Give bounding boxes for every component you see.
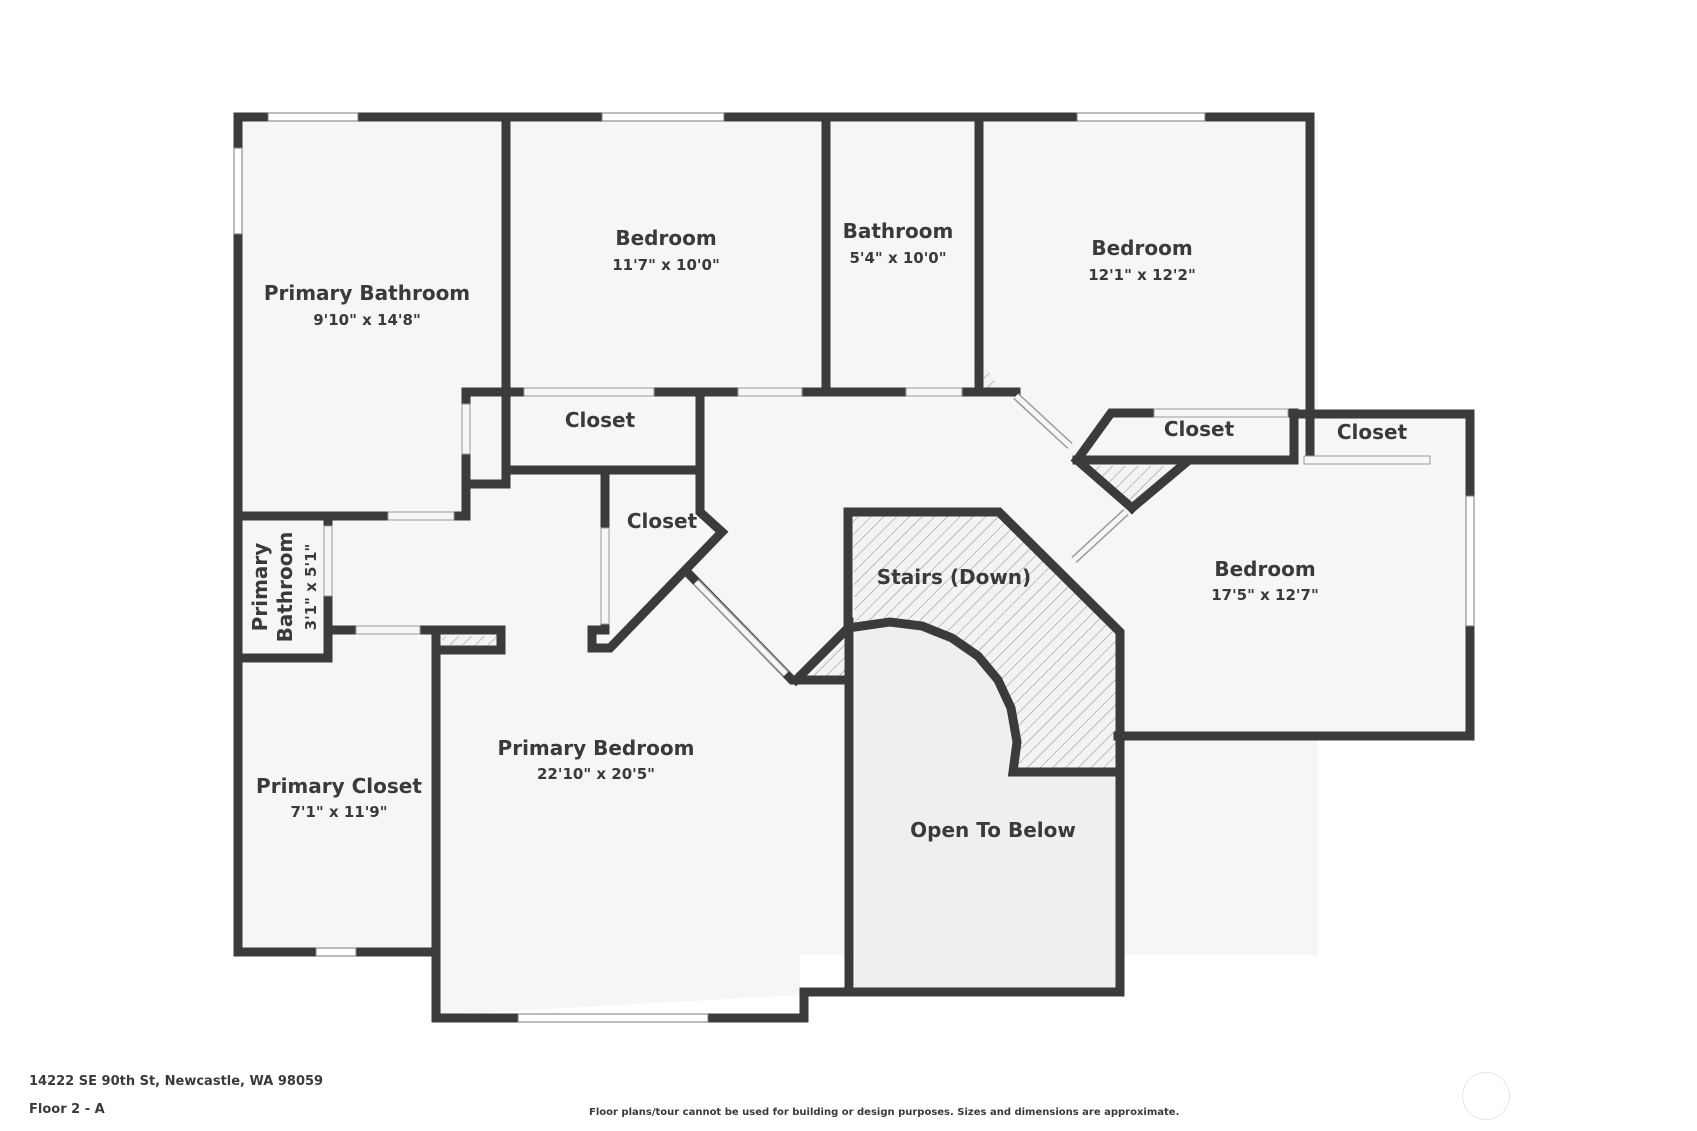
primary-bedroom-fill [440, 630, 800, 1015]
label-closet-1: Closet [565, 408, 636, 432]
label-bedroom-3: Bedroom [1214, 557, 1315, 581]
hall-closet-wall [587, 387, 729, 653]
label-closet-4: Closet [1337, 420, 1408, 444]
label-closet-3: Closet [627, 509, 698, 533]
dims-primary-bathroom: 9'10" x 14'8" [313, 311, 421, 329]
door-bedroom-2-inner [1014, 394, 1072, 448]
label-open-to-below: Open To Below [910, 818, 1076, 842]
window-primary-bath-top [267, 112, 359, 122]
label-primary-closet: Primary Closet [256, 774, 422, 798]
window-primary-closet [315, 947, 357, 957]
door-primary-closet [355, 625, 421, 635]
stairs-hatch [852, 514, 1118, 772]
door-primary-bath [461, 403, 471, 455]
door-closet-4 [1303, 455, 1431, 465]
door-closet-2 [1153, 408, 1289, 418]
door-small-bath-top [387, 511, 455, 521]
compass-icon [1462, 1072, 1510, 1120]
door-bedroom-3-inner [1072, 510, 1128, 562]
stair-enclosure-wall [843, 507, 1125, 997]
west-exterior-wall [233, 112, 441, 957]
floor-fills [241, 120, 1470, 1015]
room-labels: Primary Bathroom 9'10" x 14'8" Bedroom 1… [248, 219, 1408, 842]
dims-bedroom-3: 17'5" x 12'7" [1211, 586, 1319, 604]
label-stairs: Stairs (Down) [877, 565, 1031, 589]
ledge-hatch [442, 636, 497, 645]
curved-balcony-wall [849, 617, 1123, 777]
label-closet-2: Closet [1164, 417, 1235, 441]
label-primary-bathroom: Primary Bathroom [264, 281, 470, 305]
dims-primary-closet: 7'1" x 11'9" [290, 803, 387, 821]
dims-primary-bedroom: 22'10" x 20'5" [537, 765, 655, 783]
south-exterior-wall [431, 625, 1125, 1023]
east-closet-wall [1125, 409, 1299, 515]
diagonal-hall-wall [1070, 453, 1139, 515]
door-bathroom [905, 387, 963, 397]
open-to-below-fill [855, 622, 1118, 992]
dims-bedroom-2: 12'1" x 12'2" [1088, 266, 1196, 284]
property-address: 14222 SE 90th St, Newcastle, WA 98059 [29, 1074, 324, 1089]
dims-bathroom: 5'4" x 10'0" [849, 249, 946, 267]
bedroom-corner-hatch [980, 360, 1000, 388]
window-bedroom-2 [1076, 112, 1206, 122]
label-primary-bathroom-small-line2: Bathroom [273, 532, 297, 643]
door-closet-3 [600, 527, 610, 625]
door-bedroom-1 [737, 387, 803, 397]
window-bedroom-1 [601, 112, 725, 122]
dims-primary-bathroom-small: 3'1" x 5'1" [302, 544, 320, 631]
closet-corner-hatch [1089, 466, 1184, 508]
top-exterior-wall [233, 112, 1315, 421]
door-closet-1 [523, 387, 655, 397]
openings [233, 112, 1475, 1023]
label-primary-bedroom: Primary Bedroom [498, 736, 695, 760]
label-bedroom-1: Bedroom [615, 226, 716, 250]
window-primary-bath-west [233, 147, 243, 235]
dims-bedroom-1: 11'7" x 10'0" [612, 256, 720, 274]
floor-label: Floor 2 - A [29, 1102, 105, 1117]
landing-diagonal-wall [789, 620, 856, 687]
door-primary-bedroom-inner [694, 580, 788, 676]
window-bedroom-3 [1465, 495, 1475, 627]
disclaimer-text: Floor plans/tour cannot be used for buil… [589, 1107, 1180, 1118]
label-bathroom: Bathroom [843, 219, 954, 243]
label-bedroom-2: Bedroom [1091, 236, 1192, 260]
label-primary-bathroom-small: Primary [248, 543, 272, 632]
door-small-bath [323, 525, 333, 597]
window-primary-bedroom [517, 1013, 709, 1023]
